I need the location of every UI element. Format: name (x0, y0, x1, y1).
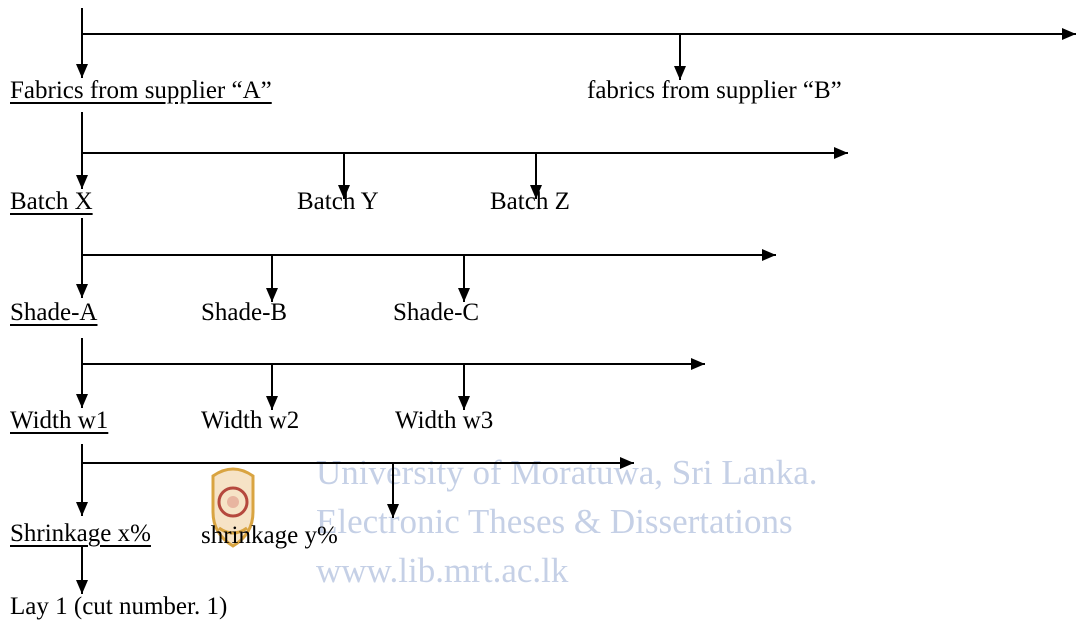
node-width-w2: Width w2 (201, 407, 300, 434)
node-shade-a: Shade-A (10, 299, 98, 326)
watermark-url: www.lib.mrt.ac.lk (316, 551, 569, 590)
node-shrinkage-y: shrinkage y% (201, 522, 338, 549)
node-width-w3: Width w3 (395, 407, 494, 434)
node-batch-y: Batch Y (297, 188, 379, 215)
university-crest-icon (211, 467, 255, 548)
node-shade-c: Shade-C (393, 299, 480, 326)
node-shade-b: Shade-B (201, 299, 288, 326)
node-batch-z: Batch Z (490, 188, 570, 215)
node-lay-1: Lay 1 (cut number. 1) (10, 593, 228, 620)
node-shrinkage-x: Shrinkage x% (10, 520, 151, 547)
node-width-w1: Width w1 (10, 407, 109, 434)
node-batch-x: Batch X (10, 188, 93, 215)
node-supplier-a: Fabrics from supplier “A” (10, 77, 272, 104)
watermark-university: University of Moratuwa, Sri Lanka. (316, 453, 818, 492)
node-supplier-b: fabrics from supplier “B” (587, 77, 842, 104)
